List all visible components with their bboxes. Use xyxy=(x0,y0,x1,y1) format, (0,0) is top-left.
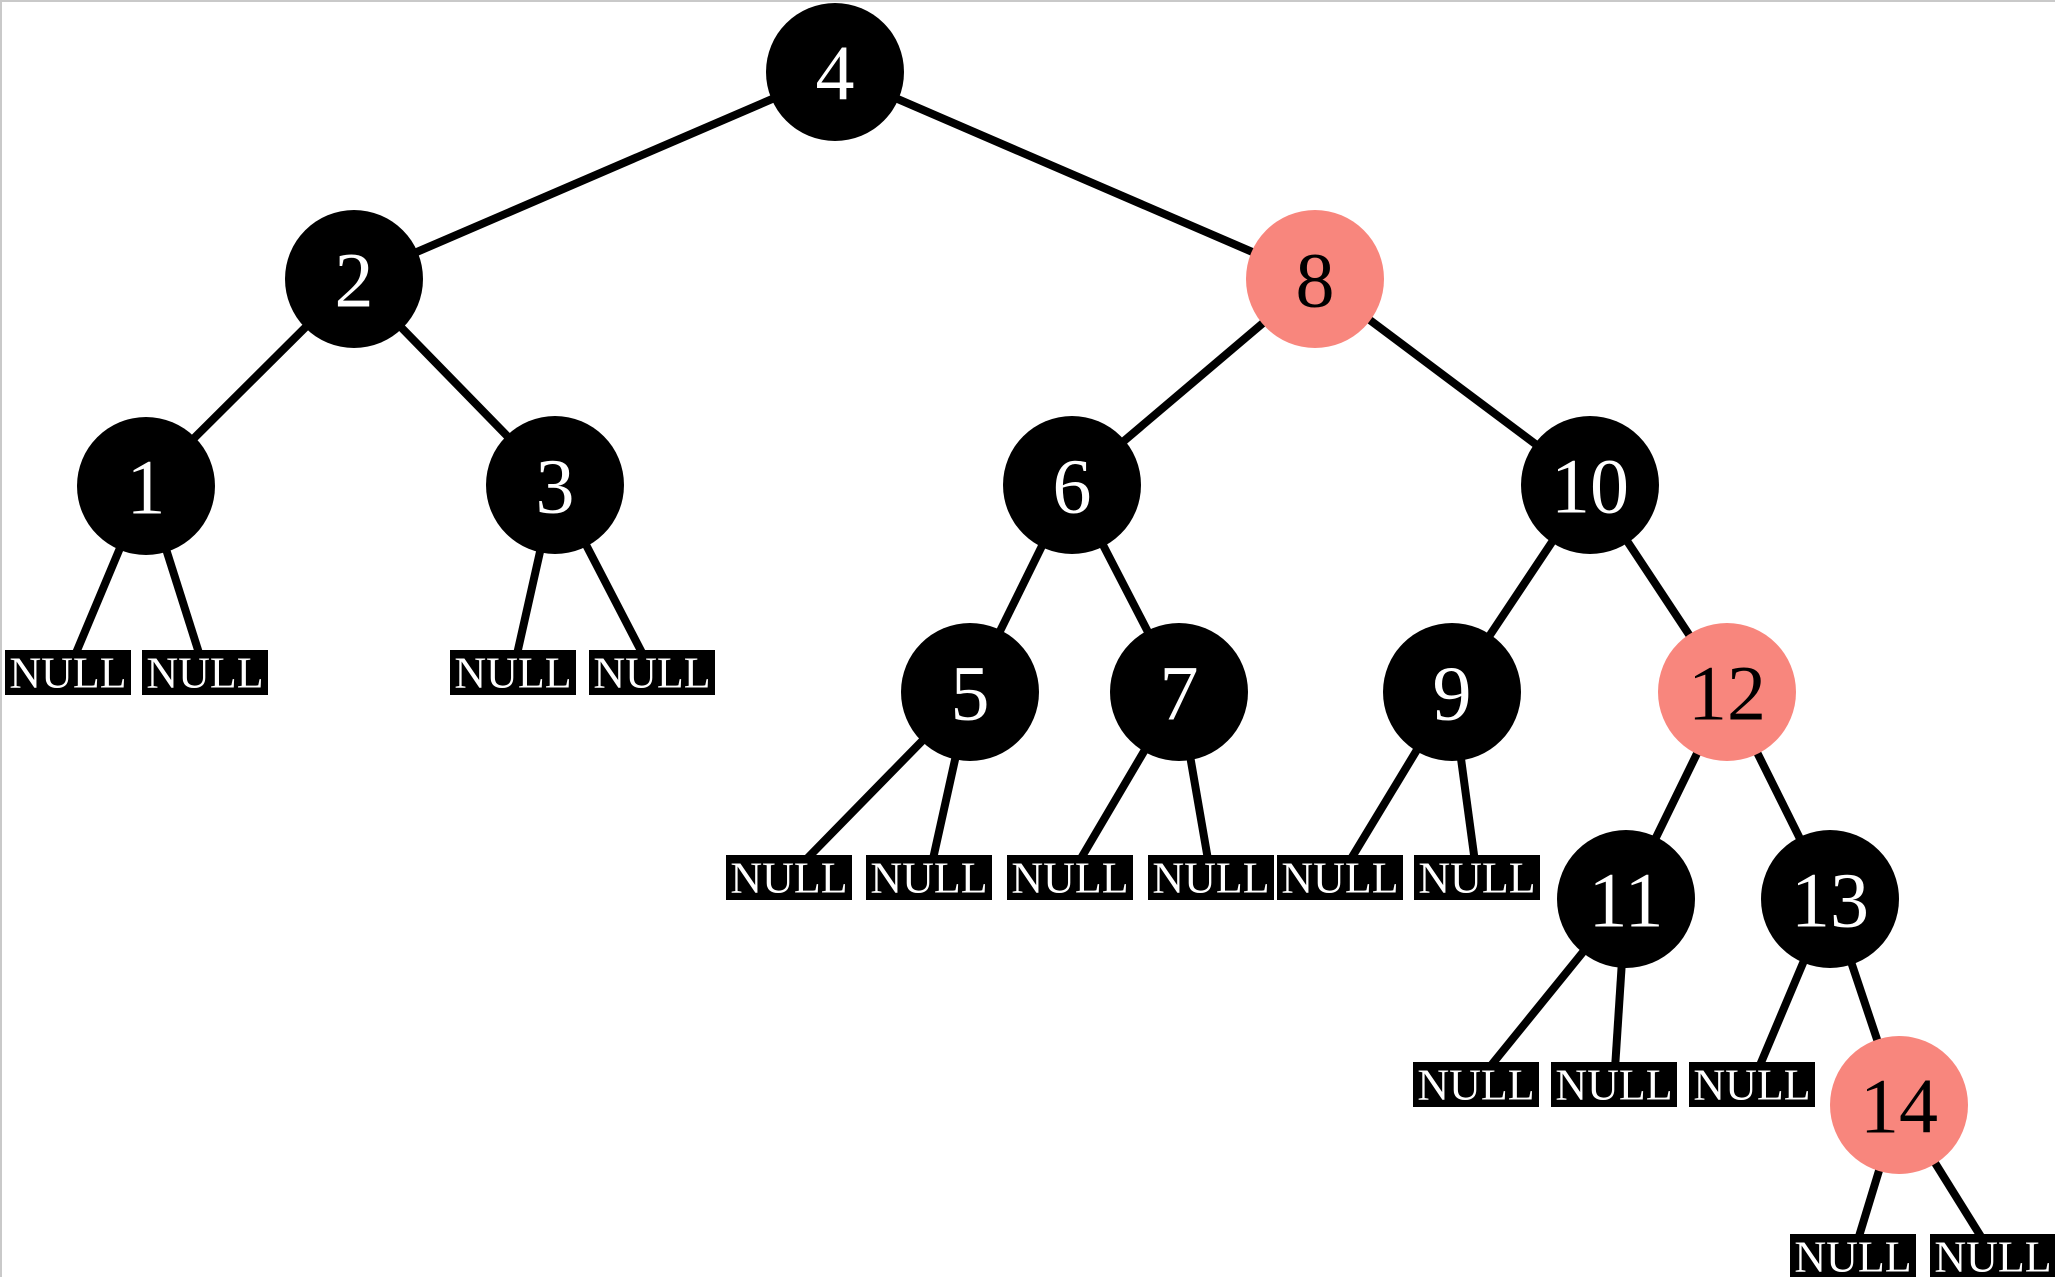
null-label: NULL xyxy=(454,648,571,697)
null-box xyxy=(1413,1062,1539,1107)
node-9-circle xyxy=(1383,623,1521,761)
null-label: NULL xyxy=(1417,1060,1534,1109)
tree-node-12: 12 xyxy=(1658,623,1796,761)
null-box xyxy=(1689,1062,1815,1107)
node-3-circle xyxy=(486,416,624,554)
null-label: NULL xyxy=(1152,853,1269,902)
node-14-circle xyxy=(1830,1036,1968,1174)
tree-node-14: 14 xyxy=(1830,1036,1968,1174)
tree-node-2: 2 xyxy=(285,210,423,348)
null-box xyxy=(1007,855,1133,900)
null-leaf-9-left: NULL xyxy=(1277,853,1403,902)
node-2-circle xyxy=(285,210,423,348)
node-3-label: 3 xyxy=(536,442,575,529)
node-12-label: 12 xyxy=(1688,649,1766,736)
tree-node-13: 13 xyxy=(1761,830,1899,968)
null-label: NULL xyxy=(1794,1232,1911,1277)
tree-node-6: 6 xyxy=(1003,416,1141,554)
null-leaf-14-left: NULL xyxy=(1790,1232,1916,1277)
null-leaf-7-left: NULL xyxy=(1007,853,1133,902)
null-box xyxy=(1790,1234,1916,1277)
null-leaf-1-left: NULL xyxy=(5,648,131,697)
node-5-circle xyxy=(901,623,1039,761)
node-2-label: 2 xyxy=(335,236,374,323)
node-6-label: 6 xyxy=(1053,442,1092,529)
null-box xyxy=(1930,1234,2055,1277)
null-box xyxy=(1414,855,1540,900)
null-label: NULL xyxy=(1934,1232,2051,1277)
node-4-label: 4 xyxy=(816,29,855,116)
null-label: NULL xyxy=(146,648,263,697)
null-leaf-5-right: NULL xyxy=(866,853,992,902)
tree-node-10: 10 xyxy=(1521,416,1659,554)
null-label: NULL xyxy=(1281,853,1398,902)
null-leaf-9-right: NULL xyxy=(1414,853,1540,902)
node-9-label: 9 xyxy=(1433,649,1472,736)
tree-node-11: 11 xyxy=(1557,830,1695,968)
node-6-circle xyxy=(1003,416,1141,554)
tree-node-5: 5 xyxy=(901,623,1039,761)
null-label: NULL xyxy=(9,648,126,697)
null-box xyxy=(726,855,852,900)
tree-node-3: 3 xyxy=(486,416,624,554)
node-5-label: 5 xyxy=(951,649,990,736)
node-13-circle xyxy=(1761,830,1899,968)
node-4-circle xyxy=(766,3,904,141)
null-label: NULL xyxy=(870,853,987,902)
tree-node-1: 1 xyxy=(77,417,215,555)
node-8-circle xyxy=(1246,210,1384,348)
node-11-label: 11 xyxy=(1588,856,1663,943)
null-leaf-14-right: NULL xyxy=(1930,1232,2055,1277)
node-1-label: 1 xyxy=(127,443,166,530)
null-leaf-13-left: NULL xyxy=(1689,1060,1815,1109)
null-leaf-1-right: NULL xyxy=(142,648,268,697)
null-box xyxy=(142,650,268,695)
tree-node-9: 9 xyxy=(1383,623,1521,761)
null-box xyxy=(450,650,576,695)
node-8-label: 8 xyxy=(1296,236,1335,323)
null-leaf-3-right: NULL xyxy=(589,648,715,697)
null-box xyxy=(1551,1062,1677,1107)
tree-node-7: 7 xyxy=(1110,623,1248,761)
node-1-circle xyxy=(77,417,215,555)
null-label: NULL xyxy=(593,648,710,697)
node-12-circle xyxy=(1658,623,1796,761)
null-label: NULL xyxy=(1693,1060,1810,1109)
null-leaf-3-left: NULL xyxy=(450,648,576,697)
null-label: NULL xyxy=(1555,1060,1672,1109)
node-7-label: 7 xyxy=(1160,649,1199,736)
null-box xyxy=(866,855,992,900)
tree-node-8: 8 xyxy=(1246,210,1384,348)
edge-4-2 xyxy=(352,68,837,283)
null-box xyxy=(589,650,715,695)
null-box xyxy=(1148,855,1274,900)
node-10-label: 10 xyxy=(1551,442,1629,529)
null-leaf-layer: NULL NULL NULL NULL NULL NULL xyxy=(5,648,2055,1277)
null-leaf-7-right: NULL xyxy=(1148,853,1274,902)
node-7-circle xyxy=(1110,623,1248,761)
null-box xyxy=(5,650,131,695)
node-layer: 4 2 8 1 3 6 10 xyxy=(77,3,1968,1174)
node-10-circle xyxy=(1521,416,1659,554)
node-13-label: 13 xyxy=(1791,856,1869,943)
null-leaf-11-right: NULL xyxy=(1551,1060,1677,1109)
node-11-circle xyxy=(1557,830,1695,968)
null-leaf-11-left: NULL xyxy=(1413,1060,1539,1109)
null-leaf-5-left: NULL xyxy=(726,853,852,902)
tree-node-4: 4 xyxy=(766,3,904,141)
edge-4-8 xyxy=(833,68,1317,283)
null-box xyxy=(1277,855,1403,900)
null-label: NULL xyxy=(1011,853,1128,902)
null-label: NULL xyxy=(730,853,847,902)
null-label: NULL xyxy=(1418,853,1535,902)
node-14-label: 14 xyxy=(1860,1062,1938,1149)
